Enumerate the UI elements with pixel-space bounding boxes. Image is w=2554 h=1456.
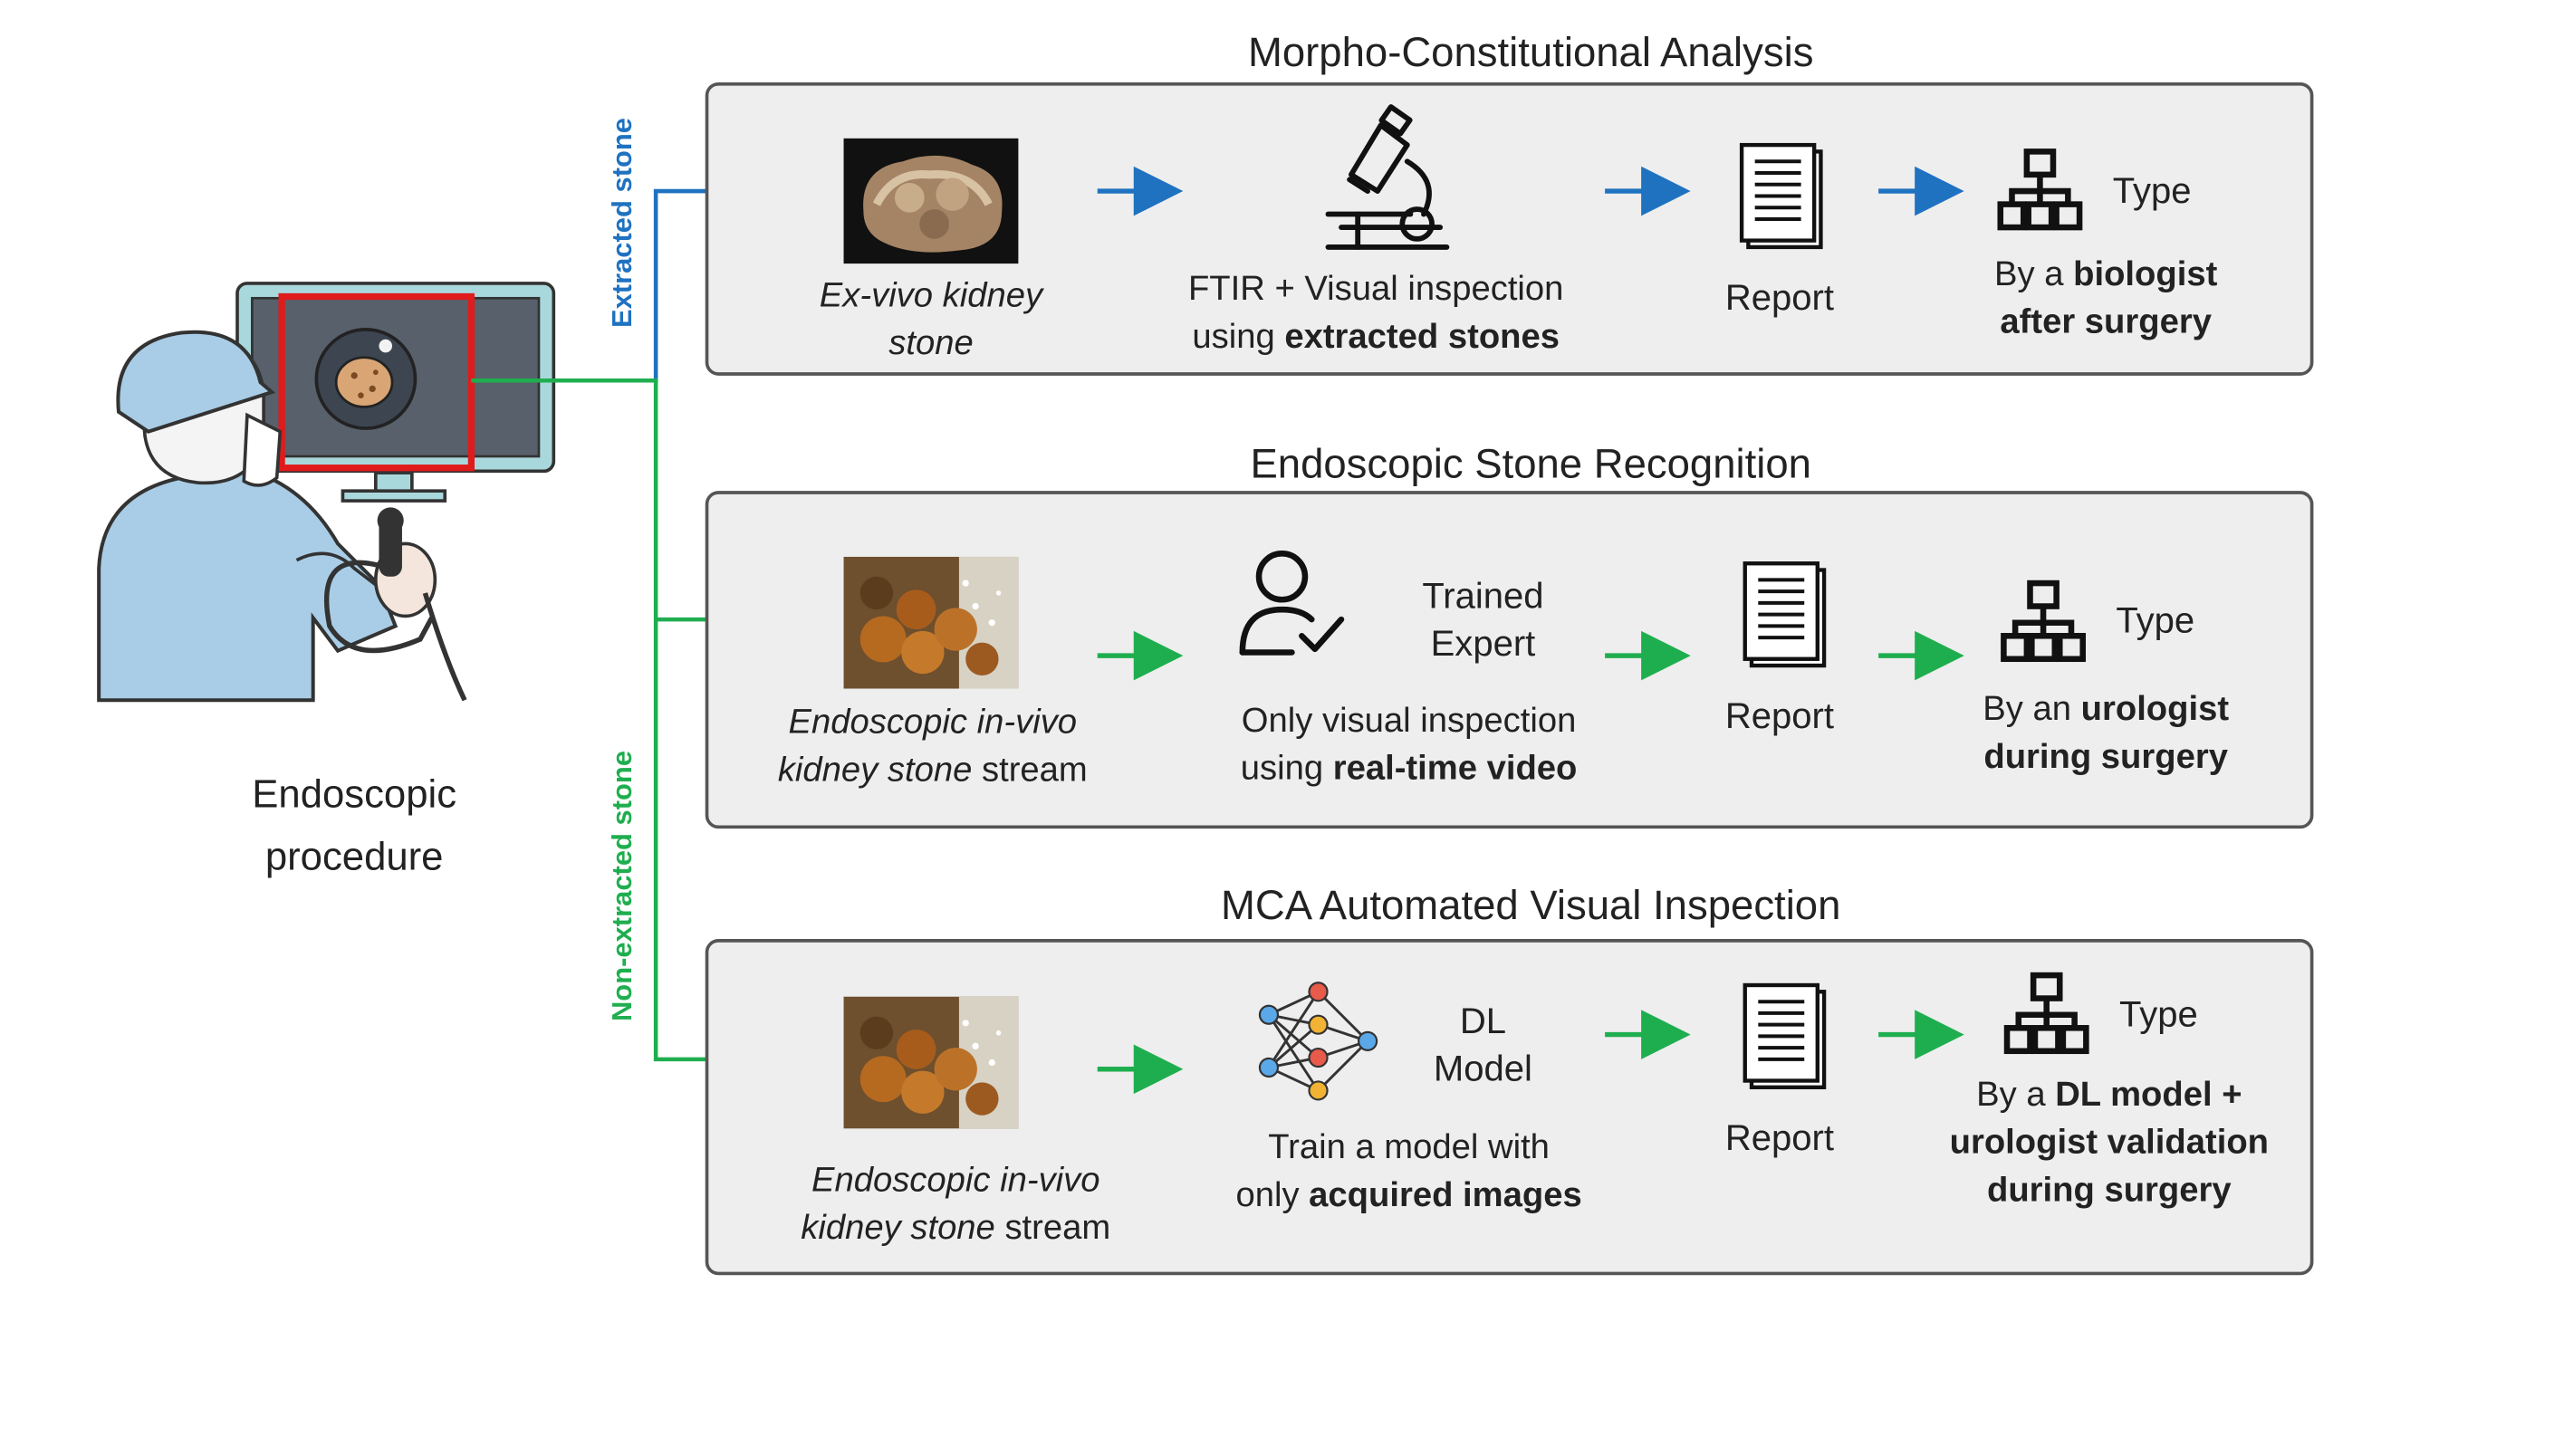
who-3-line-2: urologist validation: [1949, 1123, 2270, 1162]
in-vivo-caption-1b: Endoscopic in-vivo: [811, 1161, 1100, 1200]
train-caption-1: Train a model with: [1268, 1128, 1550, 1167]
report-icon: [1743, 561, 1827, 668]
panel-title-mca-auto: MCA Automated Visual Inspection: [1221, 883, 1841, 930]
who-3-line-3: during surgery: [1986, 1171, 2232, 1210]
hierarchy-icon: [1997, 148, 2083, 231]
who-2-line-2: during surgery: [1983, 738, 2228, 776]
ex-vivo-caption-2: stone: [888, 324, 974, 363]
trained-label: Trained: [1422, 574, 1544, 617]
endoscopic-image-1: [843, 556, 1019, 689]
type-label-1: Type: [2112, 169, 2192, 211]
train-caption-2: only acquired images: [1235, 1176, 1582, 1214]
who-3-line-1: By a DL model +: [1976, 1076, 2242, 1114]
who-1-line-2: after surgery: [2000, 302, 2212, 341]
endoscopic-image-2: [843, 996, 1019, 1129]
report-label-3: Report: [1724, 1116, 1835, 1159]
hierarchy-icon: [2001, 580, 2086, 663]
ex-vivo-stone-image: [843, 138, 1019, 264]
visual-inspection-caption-1: Only visual inspection: [1241, 702, 1577, 740]
expert-label: Expert: [1430, 622, 1536, 665]
surgeon-illustration: [97, 282, 556, 703]
report-label-2: Report: [1724, 694, 1835, 737]
hierarchy-icon: [2003, 972, 2089, 1055]
visual-inspection-caption-2: using real-time video: [1240, 749, 1578, 788]
procedure-label-2: procedure: [264, 835, 444, 880]
procedure-label-1: Endoscopic: [252, 772, 457, 818]
trained-expert-icon: [1239, 551, 1345, 656]
neural-network-icon: [1258, 982, 1378, 1101]
ftir-caption-1: FTIR + Visual inspection: [1187, 270, 1564, 309]
in-vivo-caption-2a: kidney stone stream: [777, 751, 1088, 790]
ftir-caption-2: using extracted stones: [1192, 318, 1560, 356]
who-2-line-1: By an urologist: [1983, 690, 2230, 729]
report-label-1: Report: [1724, 276, 1835, 319]
report-icon: [1739, 142, 1823, 250]
ex-vivo-caption-1: Ex-vivo kidney: [819, 276, 1043, 315]
microscope-icon: [1325, 104, 1450, 250]
model-label: Model: [1433, 1048, 1532, 1089]
in-vivo-caption-1a: Endoscopic in-vivo: [788, 703, 1078, 742]
type-label-2: Type: [2116, 599, 2195, 641]
type-label-3: Type: [2119, 993, 2198, 1035]
in-vivo-caption-2b: kidney stone stream: [801, 1209, 1111, 1248]
who-1-line-1: By a biologist: [1994, 255, 2218, 293]
panel-title-esr: Endoscopic Stone Recognition: [1250, 441, 1811, 488]
report-icon: [1743, 982, 1827, 1089]
panel-title-mca: Morpho-Constitutional Analysis: [1247, 29, 1814, 76]
dl-label: DL: [1459, 1000, 1507, 1041]
